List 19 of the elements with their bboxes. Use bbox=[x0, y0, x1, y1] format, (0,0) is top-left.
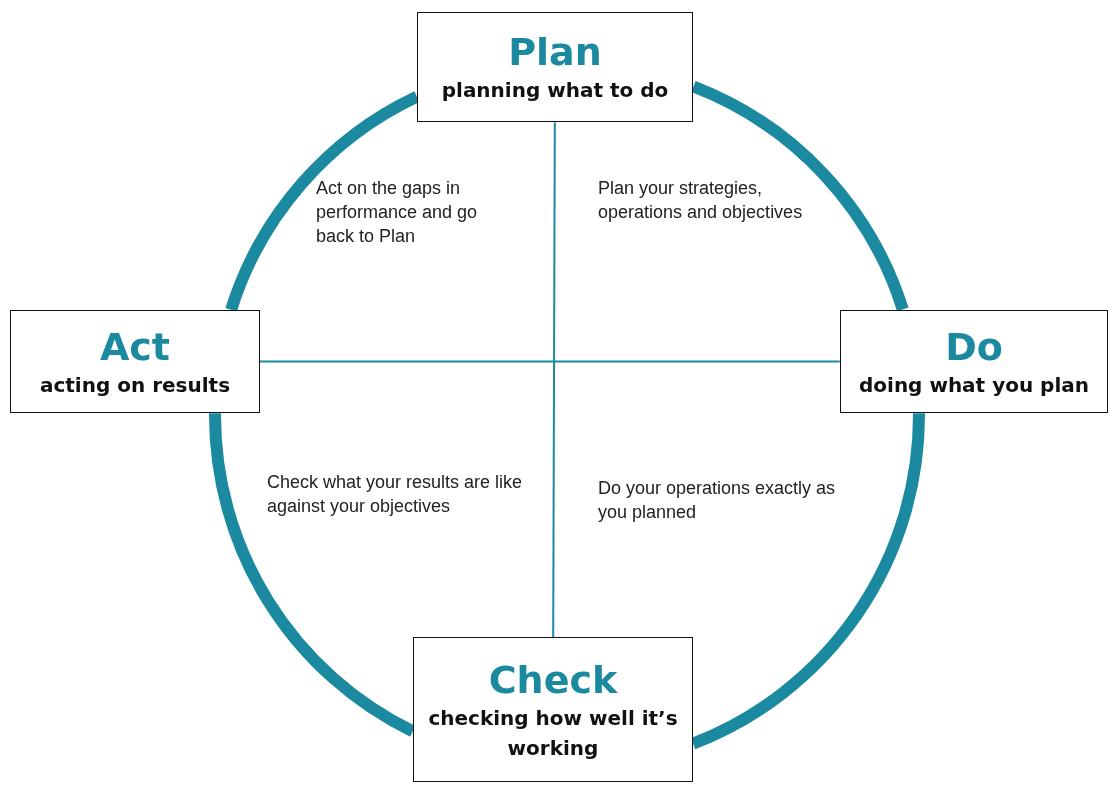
stage-description: checking how well it’s working bbox=[427, 704, 679, 762]
connector-line bbox=[259, 360, 841, 363]
stage-title: Plan bbox=[508, 29, 602, 75]
stage-description: acting on results bbox=[38, 371, 232, 399]
quadrant-note: Do your operations exactly as you planned bbox=[598, 477, 837, 524]
cycle-arc bbox=[691, 81, 909, 312]
stage-title: Act bbox=[99, 323, 171, 370]
stage-box bbox=[413, 637, 693, 782]
quadrant-note: Plan your strategies, operations and objectives bbox=[598, 177, 804, 224]
stage-description: planning what to do bbox=[440, 77, 670, 104]
stage-title: Do bbox=[945, 323, 1003, 370]
stage-box bbox=[10, 310, 260, 413]
stage-box bbox=[417, 12, 693, 122]
stage-title: Check bbox=[488, 656, 618, 703]
quadrant-note: Act on the gaps in performance and go back to Plan bbox=[316, 177, 479, 248]
stage-box bbox=[840, 310, 1108, 413]
connector-line bbox=[552, 121, 556, 638]
quadrant-note: Check what your results are like against your objectives bbox=[267, 471, 524, 518]
stage-description: doing what you plan bbox=[857, 371, 1091, 399]
